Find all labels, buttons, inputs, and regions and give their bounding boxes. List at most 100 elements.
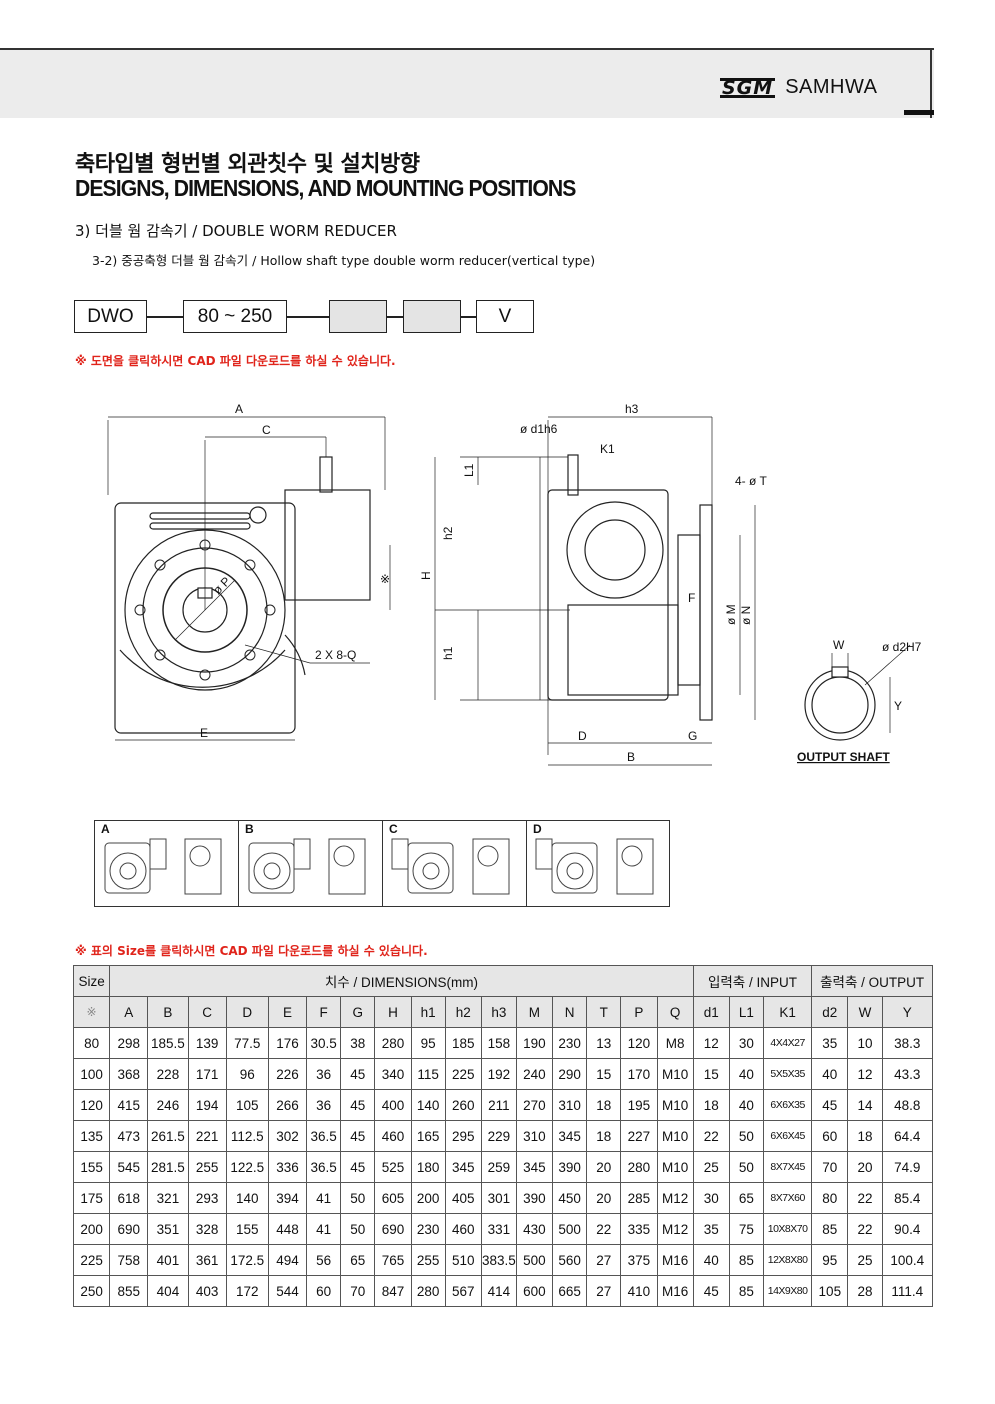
table-cell: 847 [374, 1275, 412, 1307]
header-bar [0, 48, 934, 118]
table-cell: 105 [811, 1275, 849, 1307]
table-cell: 65 [340, 1244, 376, 1276]
table-cell: 48.8 [881, 1089, 934, 1121]
table-cell: 75 [728, 1213, 765, 1245]
table-cell: 450 [552, 1182, 588, 1214]
column-header: N [552, 996, 588, 1028]
table-cell: 14 [847, 1089, 883, 1121]
table-cell: 35 [811, 1027, 849, 1059]
table-cell: 18 [847, 1120, 883, 1152]
mount-position-c[interactable]: C [383, 821, 527, 906]
code-range: 80 ~ 250 [183, 300, 287, 333]
dim-h3: h3 [625, 402, 639, 416]
table-cell: 260 [444, 1089, 482, 1121]
table-download-notice[interactable]: ※ 표의 Size를 클릭하시면 CAD 파일 다운로드를 하실 수 있습니다. [75, 944, 428, 958]
column-header: h2 [444, 996, 482, 1028]
table-cell: 240 [515, 1058, 554, 1090]
table-cell: 18 [586, 1089, 622, 1121]
size-header: Size [72, 965, 111, 997]
table-cell: 690 [374, 1213, 412, 1245]
table-cell: 600 [515, 1275, 554, 1307]
size-cell[interactable]: 155 [72, 1151, 111, 1183]
table-cell: 266 [267, 1089, 308, 1121]
mount-position-d[interactable]: D [527, 821, 670, 906]
table-cell: 12X8X80 [762, 1244, 813, 1276]
size-cell[interactable]: 120 [72, 1089, 111, 1121]
size-cell[interactable]: 250 [72, 1275, 111, 1307]
table-cell: 64.4 [881, 1120, 934, 1152]
size-cell[interactable]: 200 [72, 1213, 111, 1245]
drawing-download-notice[interactable]: ※ 도면을 클릭하시면 CAD 파일 다운로드를 하실 수 있습니다. [75, 354, 396, 368]
table-cell: 226 [267, 1058, 308, 1090]
dim-A: A [235, 402, 243, 416]
table-cell: 85 [728, 1244, 765, 1276]
table-cell: 195 [620, 1089, 658, 1121]
table-cell: 460 [444, 1213, 482, 1245]
dim-d1: ø d1h6 [520, 422, 558, 436]
table-cell: 401 [147, 1244, 189, 1276]
table-cell: 90.4 [881, 1213, 934, 1245]
table-cell: 261.5 [147, 1120, 189, 1152]
mount-position-b[interactable]: B [239, 821, 383, 906]
table-cell: 25 [847, 1244, 883, 1276]
size-cell[interactable]: 80 [72, 1027, 111, 1059]
table-cell: 758 [109, 1244, 149, 1276]
table-cell: 285 [620, 1182, 658, 1214]
table-cell: 230 [410, 1213, 446, 1245]
brand-logo: SGM [720, 76, 776, 99]
dim-W: W [833, 638, 845, 652]
table-cell: 12 [692, 1027, 730, 1059]
table-cell: 194 [187, 1089, 227, 1121]
code-connector [387, 316, 403, 318]
side-input-shaft [567, 454, 579, 496]
table-cell: 246 [147, 1089, 189, 1121]
side-housing [547, 489, 669, 701]
table-cell: 383.5 [480, 1244, 517, 1276]
size-cell[interactable]: 225 [72, 1244, 111, 1276]
dim-L1: L1 [462, 463, 476, 477]
table-cell: 340 [374, 1058, 412, 1090]
table-cell: 38.3 [881, 1027, 934, 1059]
input-housing [284, 489, 371, 601]
column-header: H [374, 996, 412, 1028]
table-cell: 280 [620, 1151, 658, 1183]
table-cell: 280 [410, 1275, 446, 1307]
table-cell: 321 [147, 1182, 189, 1214]
table-group-header: Size 치수 / DIMENSIONS(mm) 입력축 / INPUT 출력축… [72, 965, 933, 997]
table-cell: 50 [728, 1151, 765, 1183]
table-cell: 15 [586, 1058, 622, 1090]
table-cell: 80 [811, 1182, 849, 1214]
table-cell: M10 [656, 1089, 694, 1121]
output-shaft-label: OUTPUT SHAFT [797, 750, 890, 764]
size-symbol: ※ [72, 996, 111, 1028]
table-cell: 293 [187, 1182, 227, 1214]
mount-position-a[interactable]: A [95, 821, 239, 906]
code-blank-1 [329, 300, 387, 333]
table-cell: 13 [586, 1027, 622, 1059]
model-code: DWO 80 ~ 250 V [74, 300, 544, 334]
table-cell: 20 [586, 1151, 622, 1183]
dim-G: G [688, 729, 697, 743]
table-cell: 259 [480, 1151, 517, 1183]
page-title-english: DESIGNS, DIMENSIONS, AND MOUNTING POSITI… [75, 175, 576, 201]
table-cell: 8X7X45 [762, 1151, 813, 1183]
size-cell[interactable]: 135 [72, 1120, 111, 1152]
table-cell: 351 [147, 1213, 189, 1245]
table-cell: M10 [656, 1151, 694, 1183]
table-cell: 139 [187, 1027, 227, 1059]
table-cell: 200 [410, 1182, 446, 1214]
table-cell: 525 [374, 1151, 412, 1183]
output-group-header: 출력축 / OUTPUT [811, 965, 933, 997]
table-cell: 190 [515, 1027, 554, 1059]
dimension-drawing[interactable]: A C E ø P 2 X 8-Q ※ h3 ø d1h6 K1 L1 4- ø… [90, 395, 940, 785]
table-cell: 230 [552, 1027, 588, 1059]
table-cell: 140 [225, 1182, 269, 1214]
table-cell: 494 [267, 1244, 308, 1276]
size-cell[interactable]: 175 [72, 1182, 111, 1214]
table-cell: 18 [692, 1089, 730, 1121]
table-cell: 176 [267, 1027, 308, 1059]
table-cell: 30.5 [306, 1027, 342, 1059]
size-cell[interactable]: 100 [72, 1058, 111, 1090]
